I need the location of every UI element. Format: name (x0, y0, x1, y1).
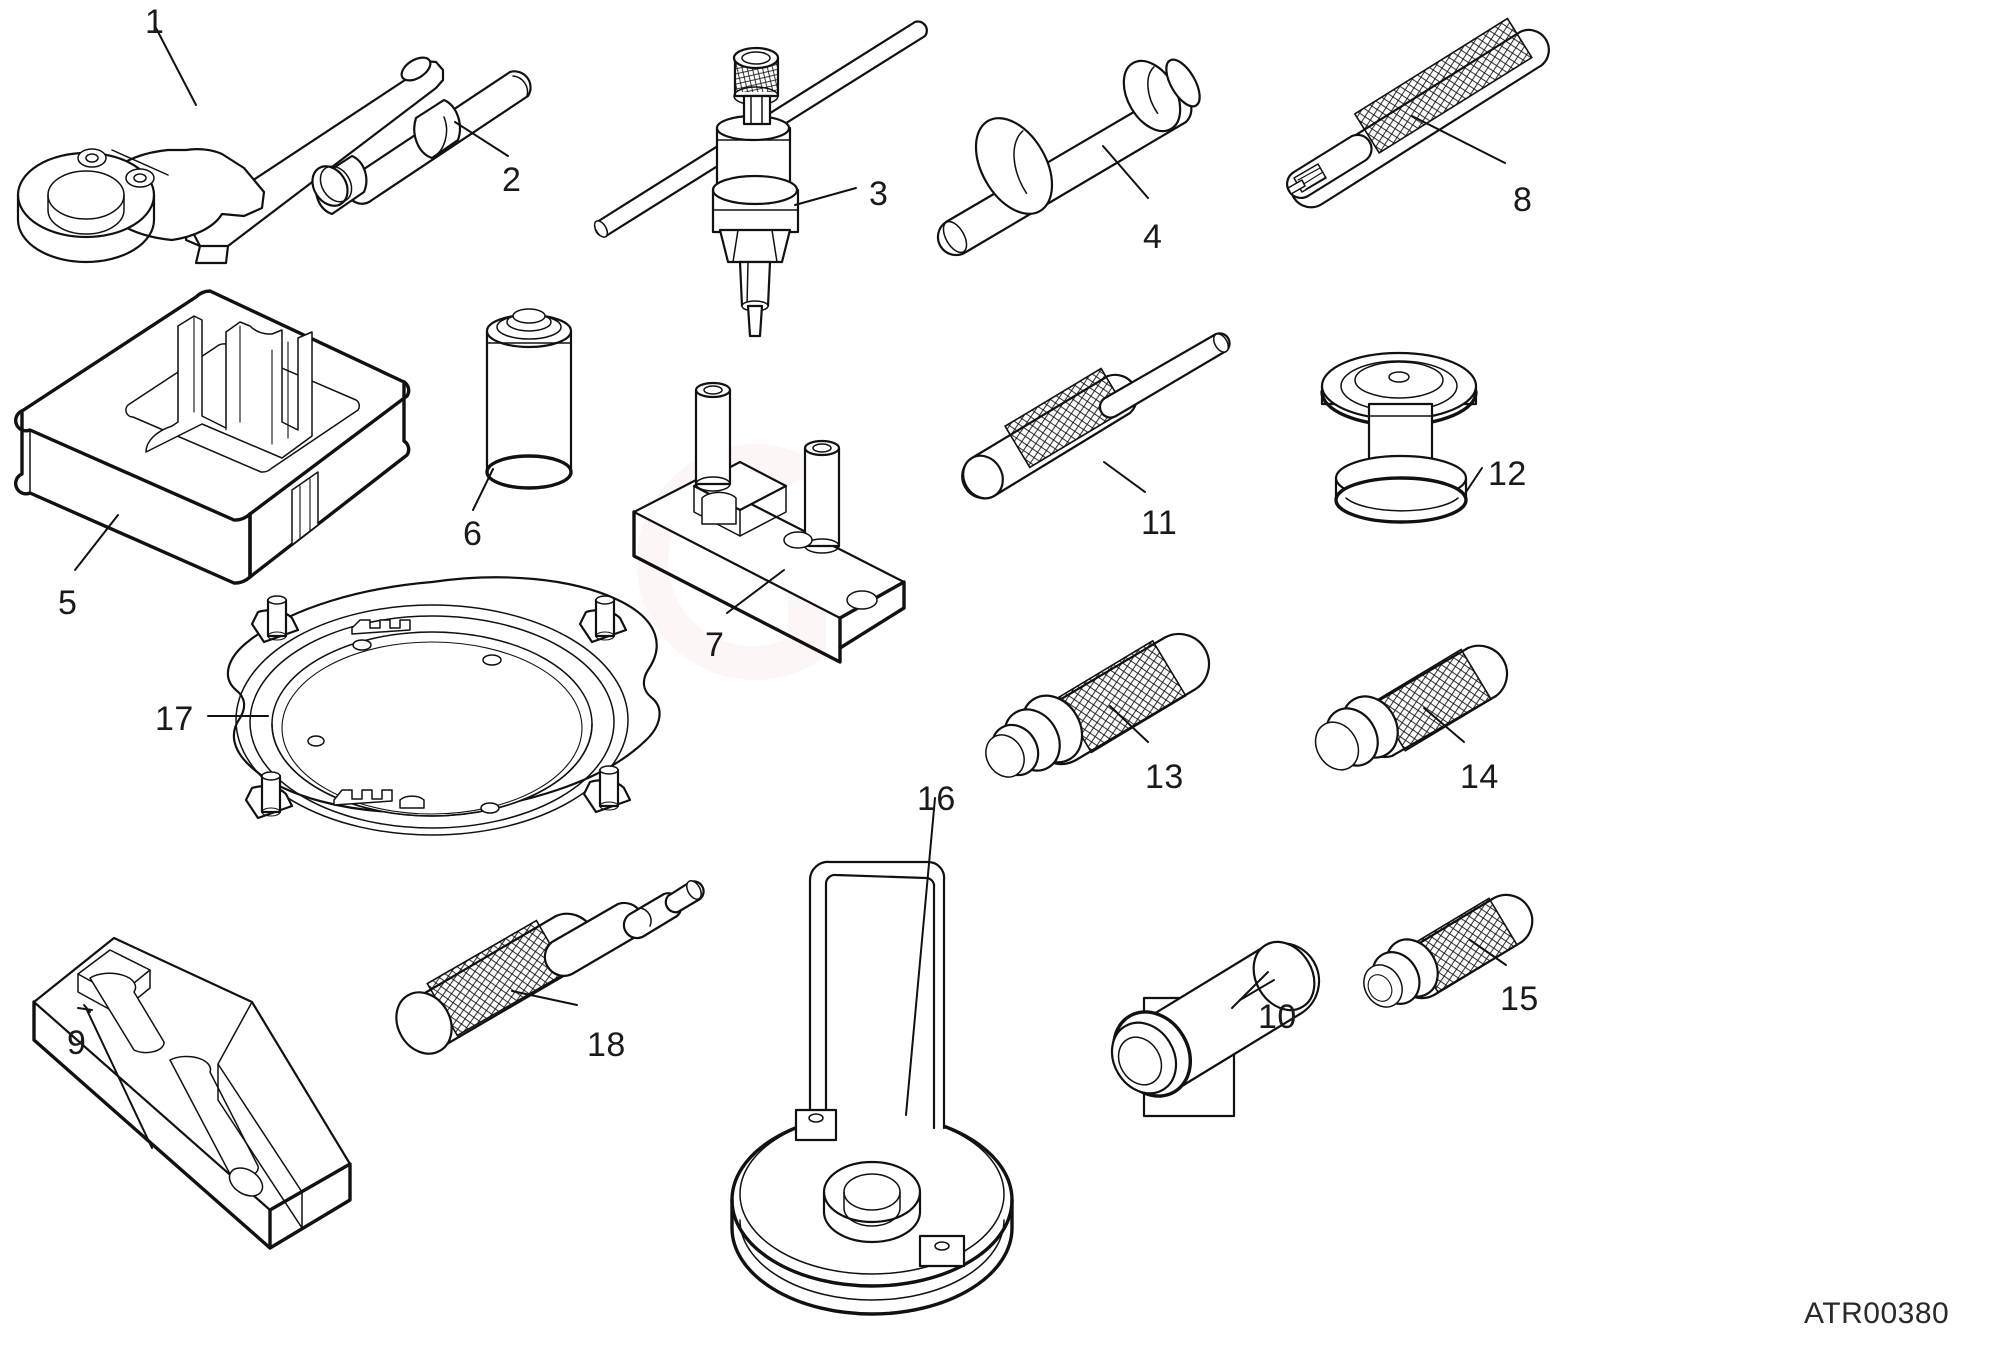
tool-2-drift-punch (311, 70, 532, 216)
tool-6-cylindrical-bush-driver (472, 308, 573, 511)
tool-4-shaft-with-discs (936, 58, 1201, 257)
callout-11: 11 (1141, 504, 1178, 542)
tool-7-pin-support-bracket (632, 381, 906, 664)
callout-17: 17 (155, 700, 194, 738)
callout-4: 4 (1143, 218, 1163, 256)
callout-13: 13 (1145, 758, 1184, 796)
callout-5: 5 (58, 584, 78, 622)
callout-7: 7 (705, 626, 725, 664)
tool-1-ring-spanner-wrench (16, 27, 445, 265)
callout-18: 18 (587, 1026, 626, 1064)
tool-11-knurled-driver-pin (961, 332, 1231, 500)
tool-13-knurled-seal-driver-a (985, 632, 1211, 778)
callout-16: 16 (917, 780, 956, 818)
tool-17-crankcase-splitting-ring (207, 576, 661, 836)
callout-9: 9 (67, 1024, 87, 1062)
callout-1: 1 (145, 3, 165, 41)
tool-3-tee-handle-extractor (593, 20, 928, 338)
tool-9-locating-wedge-bar (32, 936, 352, 1250)
tool-18-stepped-knurled-driver (395, 880, 705, 1055)
tool-16-clutch-holding-plate (730, 797, 1014, 1316)
callout-3: 3 (869, 175, 889, 213)
callout-2: 2 (502, 161, 522, 199)
tool-12-mushroom-head-support (1320, 351, 1483, 524)
tool-5-support-base-block (14, 289, 411, 585)
callout-15: 15 (1500, 980, 1539, 1018)
callout-6: 6 (463, 515, 483, 553)
drawing-code: ATR00380 (1804, 1297, 1950, 1330)
callout-8: 8 (1513, 181, 1533, 219)
callout-12: 12 (1488, 455, 1527, 493)
tool-15-knurled-bush-driver (1363, 893, 1534, 1008)
tool-10-bearing-installer-cup (1110, 940, 1321, 1118)
tool-14-knurled-seal-driver-b (1314, 644, 1509, 771)
callout-14: 14 (1460, 758, 1499, 796)
tool-8-knurled-handle-probe (1286, 17, 1550, 209)
callout-10: 10 (1258, 998, 1297, 1036)
